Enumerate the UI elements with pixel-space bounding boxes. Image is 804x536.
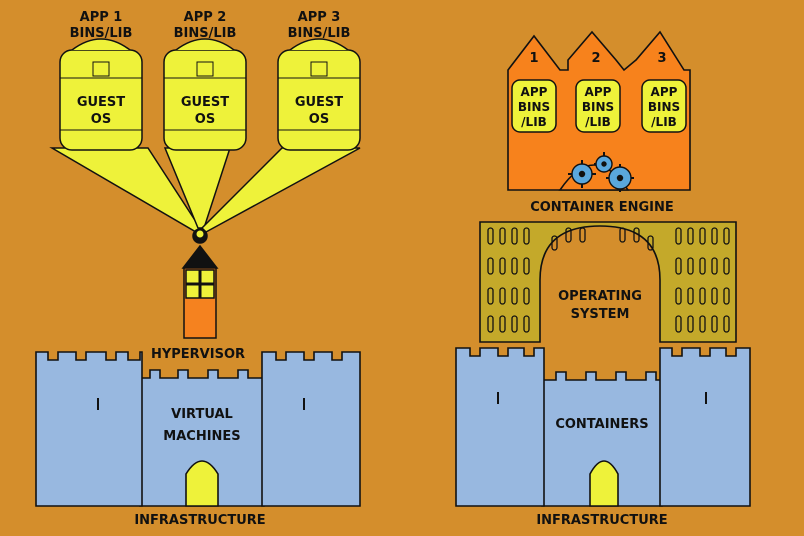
arch-window (687, 257, 694, 275)
guest-1-label: GUEST (77, 95, 125, 110)
arch-window (551, 235, 558, 251)
guest-2-os-label: OS (195, 112, 215, 127)
arch-window (711, 227, 718, 245)
arch-window (687, 315, 694, 333)
arch-window (523, 257, 530, 275)
arch-window (487, 257, 494, 275)
arch-window (675, 315, 682, 333)
app-1-sub: BINS/LIB (70, 26, 133, 41)
guest-tower-1 (59, 38, 143, 151)
vm-castle-gate (185, 460, 219, 507)
guest-tower-3 (277, 38, 361, 151)
arch-window (711, 287, 718, 305)
container-1-window (511, 79, 557, 133)
operating-system-arch (479, 221, 737, 343)
arch-window (699, 315, 706, 333)
container-windows (511, 79, 687, 133)
arch-window (487, 315, 494, 333)
os-line-1: OPERATING (558, 289, 642, 304)
arch-window (675, 257, 682, 275)
guest-3-os-label: OS (309, 112, 329, 127)
app-3-title: APP 3 (298, 10, 341, 25)
arch-window (523, 227, 530, 245)
container-3-line-2: BINS (648, 100, 680, 114)
containers-castle-label: CONTAINERS (555, 417, 648, 432)
vm-castle-left-tower (35, 351, 143, 507)
arch-window (675, 287, 682, 305)
arch-window (723, 227, 730, 245)
projection-beams (49, 147, 361, 233)
gear-icon (568, 152, 634, 192)
container-1-line-1: APP (521, 85, 548, 99)
app-2-sub: BINS/LIB (174, 26, 237, 41)
arch-window (499, 257, 506, 275)
arch-window (699, 257, 706, 275)
arch-window (499, 287, 506, 305)
container-3-window (641, 79, 687, 133)
arch-window (579, 227, 586, 243)
guest-tower-2 (163, 38, 247, 151)
container-3-line-1: APP (651, 85, 678, 99)
arch-window (711, 257, 718, 275)
vm-castle-right-tower (261, 351, 361, 507)
arch-window (723, 315, 730, 333)
container-1-line-3: /LIB (521, 115, 547, 129)
container-3-line-3: /LIB (651, 115, 677, 129)
hypervisor-lighthouse (181, 228, 219, 339)
arch-window (511, 315, 518, 333)
arch-window (499, 227, 506, 245)
container-engine-label: CONTAINER ENGINE (530, 200, 674, 215)
arch-window (647, 235, 654, 251)
arch-window (499, 315, 506, 333)
containers-castle-right-tower (659, 347, 751, 507)
arch-windows (487, 227, 730, 333)
arch-window (565, 227, 572, 243)
arch-window (523, 315, 530, 333)
arch-window (511, 227, 518, 245)
arch-window (687, 227, 694, 245)
hypervisor-label: HYPERVISOR (151, 347, 245, 362)
right-infrastructure-label: INFRASTRUCTURE (536, 513, 667, 528)
container-3-number: 3 (657, 51, 666, 66)
container-2-line-2: BINS (582, 100, 614, 114)
arch-window (699, 227, 706, 245)
arch-window (687, 287, 694, 305)
left-infrastructure-label: INFRASTRUCTURE (134, 513, 265, 528)
os-line-2: SYSTEM (571, 307, 630, 322)
guest-3-label: GUEST (295, 95, 343, 110)
arch-window (487, 287, 494, 305)
vm-castle (35, 351, 361, 507)
arch-window (711, 315, 718, 333)
arch-window (723, 257, 730, 275)
arch-window (619, 227, 626, 243)
app-1-title: APP 1 (80, 10, 123, 25)
guest-1-os-label: OS (91, 112, 111, 127)
containers-castle-left-tower (455, 347, 545, 507)
container-2-line-1: APP (585, 85, 612, 99)
app-3-sub: BINS/LIB (288, 26, 351, 41)
container-1-number: 1 (529, 51, 538, 66)
arch-window (675, 227, 682, 245)
arch-window (699, 287, 706, 305)
arch-window (633, 227, 640, 243)
arch-window (723, 287, 730, 305)
arch-window (523, 287, 530, 305)
vm-castle-line-2: MACHINES (163, 429, 240, 444)
arch-window (487, 227, 494, 245)
guest-2-label: GUEST (181, 95, 229, 110)
container-2-line-3: /LIB (585, 115, 611, 129)
vm-castle-line-1: VIRTUAL (171, 407, 233, 422)
app-2-title: APP 2 (184, 10, 227, 25)
container-2-number: 2 (591, 51, 600, 66)
containers-castle-gate (589, 460, 619, 507)
containers-castle (455, 347, 751, 507)
vm-castle-center-wall (139, 369, 265, 507)
arch-window (511, 287, 518, 305)
arch-window (511, 257, 518, 275)
container-1-line-2: BINS (518, 100, 550, 114)
container-2-window (575, 79, 621, 133)
